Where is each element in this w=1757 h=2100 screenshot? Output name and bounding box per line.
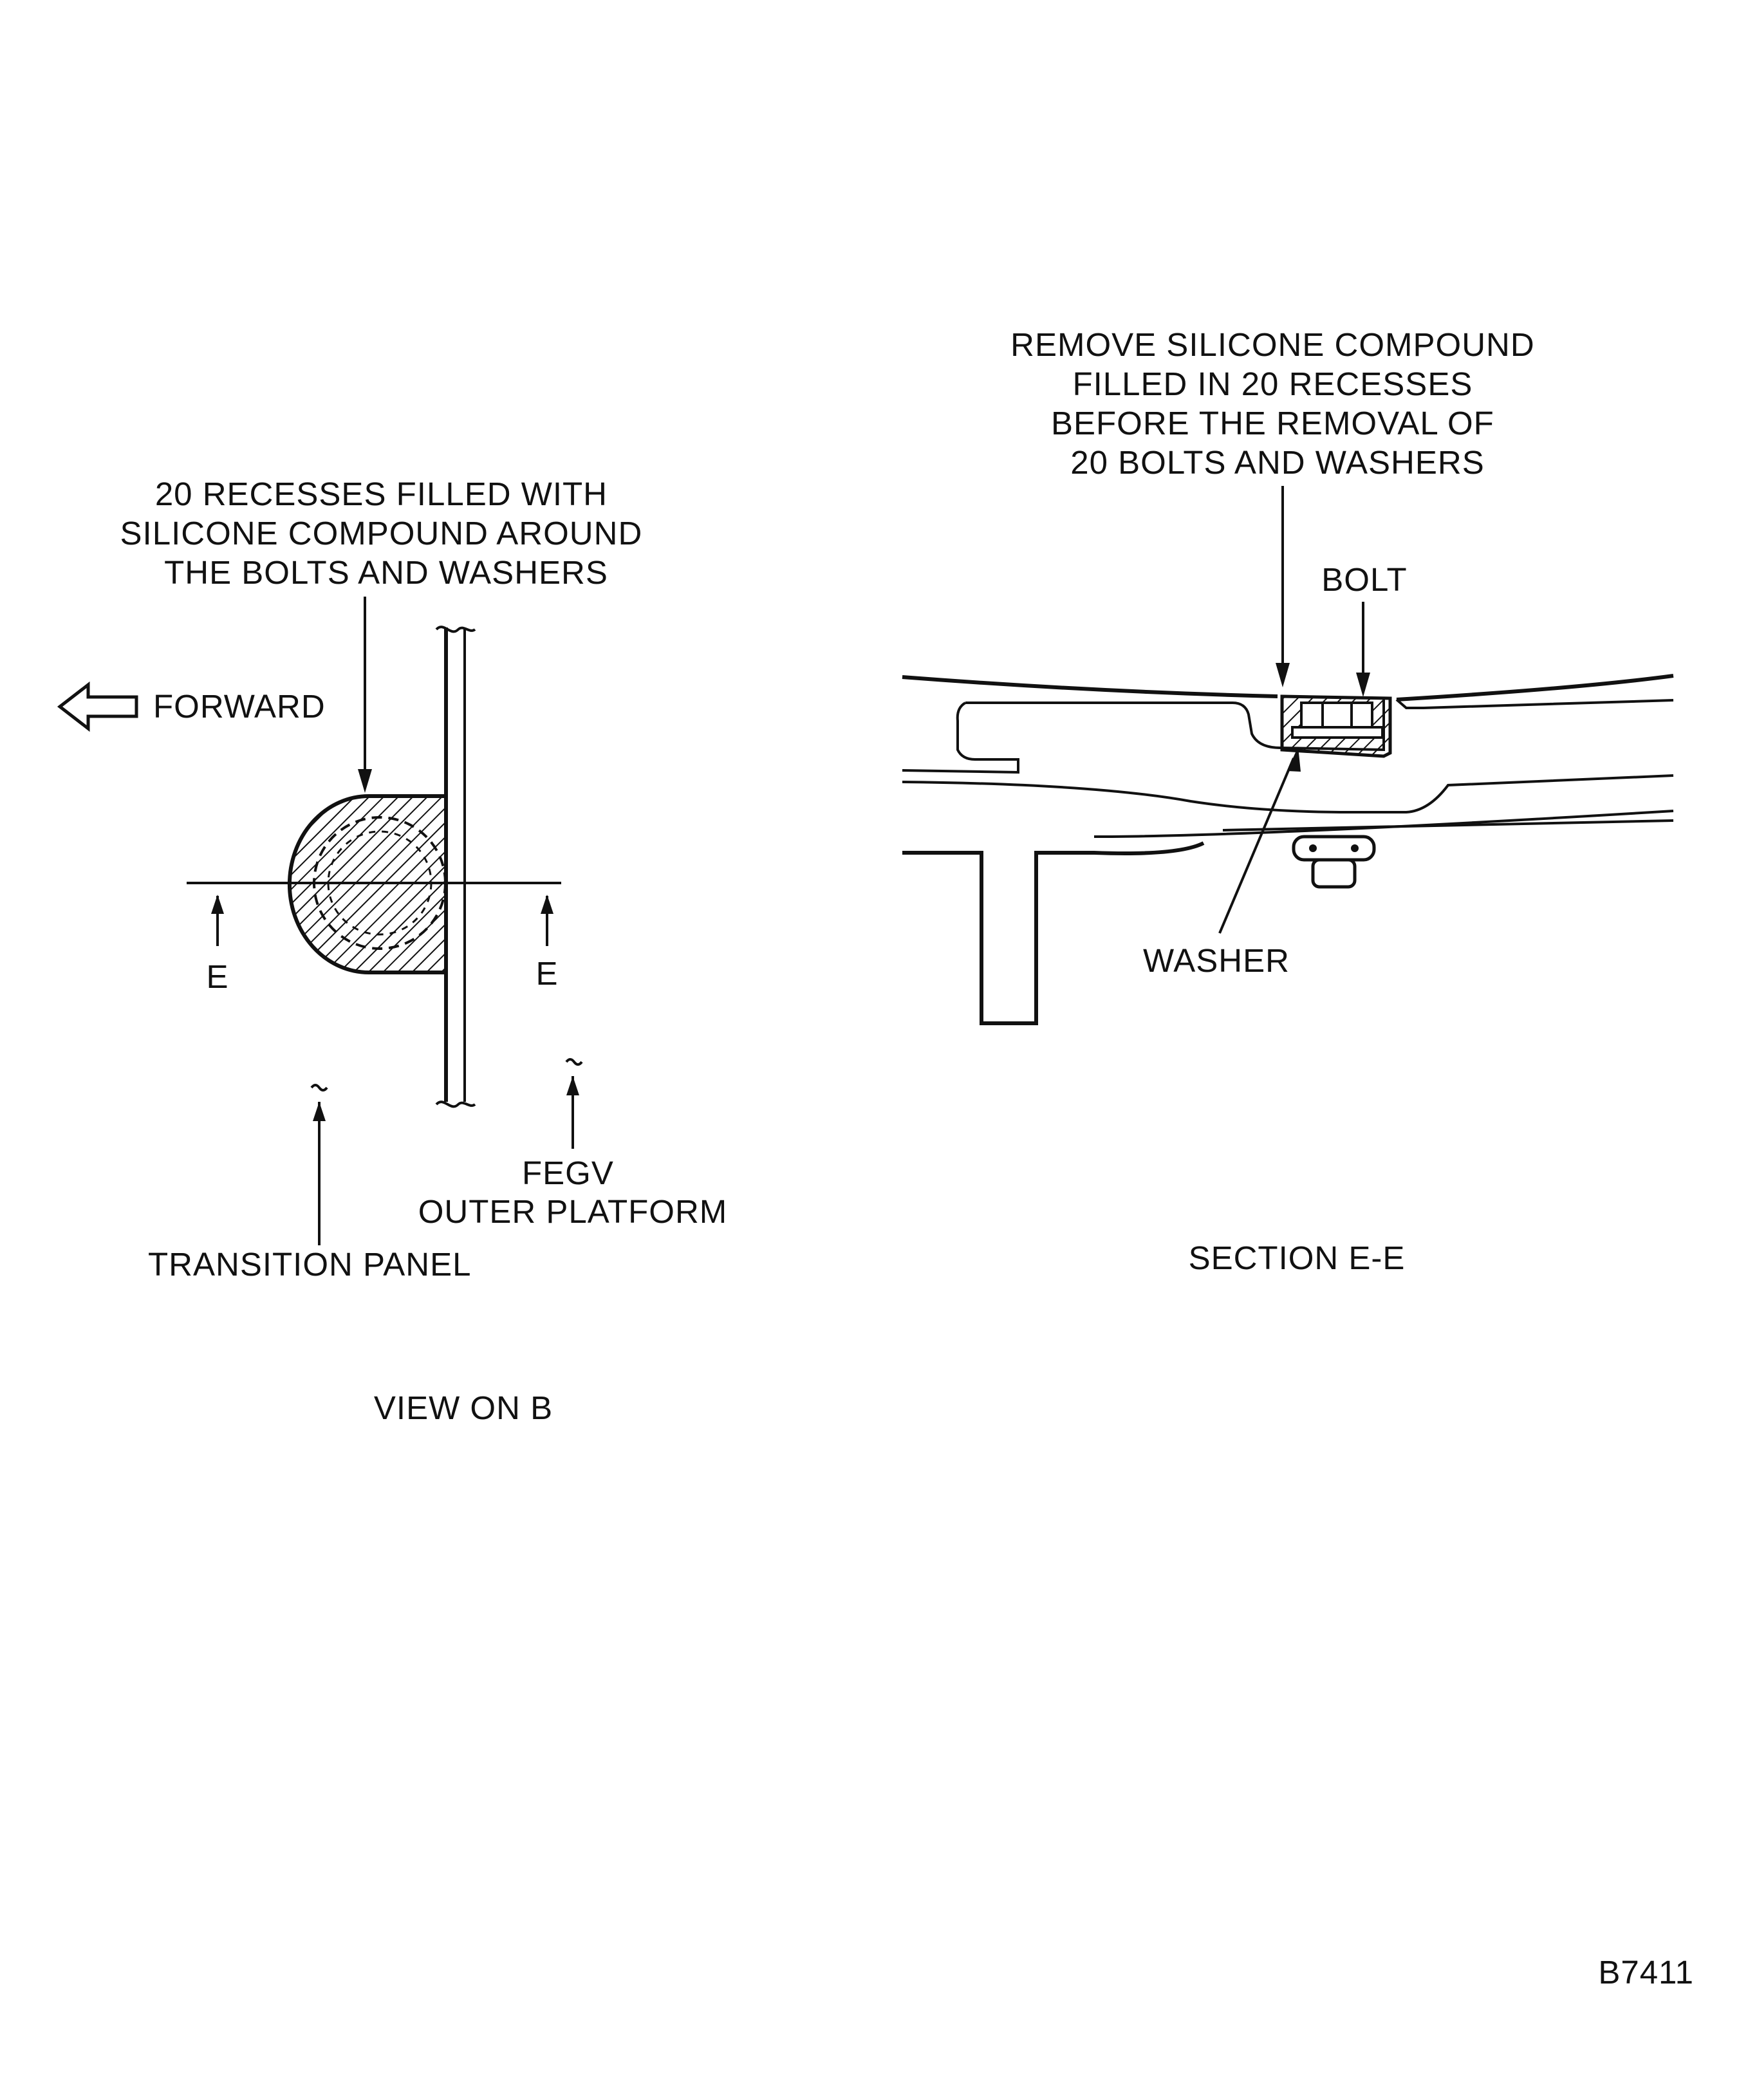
right-inner-line: [1395, 698, 1674, 709]
tilde-mark-fegv: [565, 1058, 583, 1066]
washer: [1291, 726, 1384, 739]
section-ee-caption: SECTION E-E: [1189, 1240, 1406, 1276]
mid-line-lower-1: [1222, 819, 1674, 832]
note-leader-arrowhead: [1276, 663, 1290, 687]
outer-skin-right: [1396, 674, 1674, 702]
nut-hole-left: [1309, 844, 1317, 852]
section-arrow-right-head: [541, 895, 553, 914]
figure-id: B7411: [1598, 1954, 1694, 1991]
tilde-mark-transition: [310, 1084, 328, 1092]
washer-leader-arrowhead: [1287, 747, 1301, 772]
mid-line-upper: [902, 774, 1674, 813]
outer-skin-left: [902, 675, 1278, 698]
nut-flange: [1292, 835, 1376, 862]
section-mark-left: E: [206, 958, 228, 995]
recess-leader-arrowhead: [358, 769, 372, 793]
section-mark-right: E: [535, 955, 558, 992]
transition-panel-label: TRANSITION PANEL: [148, 1246, 471, 1283]
mid-line-lower-2: [1093, 810, 1674, 838]
transition-panel-arrowhead: [313, 1102, 326, 1121]
left-cavity: [965, 698, 1385, 752]
washer-leader: [1218, 757, 1295, 934]
section-arrow-left-head: [211, 895, 224, 914]
forward-arrow-icon: [57, 681, 138, 732]
bolt-label: BOLT: [1321, 561, 1407, 598]
view-b-caption: VIEW ON B: [374, 1389, 553, 1426]
bolt-leader-arrowhead: [1356, 673, 1370, 697]
washer-label: WASHER: [1143, 942, 1290, 979]
view-b: 20 RECESSES FILLED WITH SILICONE COMPOUN…: [57, 476, 728, 1426]
forward-label: FORWARD: [153, 688, 326, 725]
section-ee-note: REMOVE SILICONE COMPOUND FILLED IN 20 RE…: [1010, 326, 1545, 481]
break-mark-top: [435, 626, 476, 633]
break-mark-bottom: [435, 1101, 476, 1108]
fegv-label: FEGV OUTER PLATFORM: [418, 1155, 728, 1230]
nut-hole-right: [1351, 844, 1359, 852]
view-b-note: 20 RECESSES FILLED WITH SILICONE COMPOUN…: [120, 476, 653, 591]
section-e-e: REMOVE SILICONE COMPOUND FILLED IN 20 RE…: [902, 326, 1674, 1276]
nut-body: [1311, 858, 1357, 889]
lower-bracket: [902, 841, 1205, 1025]
bolt-head: [1300, 702, 1373, 729]
fegv-arrowhead: [566, 1076, 579, 1095]
left-hook: [902, 702, 1019, 774]
